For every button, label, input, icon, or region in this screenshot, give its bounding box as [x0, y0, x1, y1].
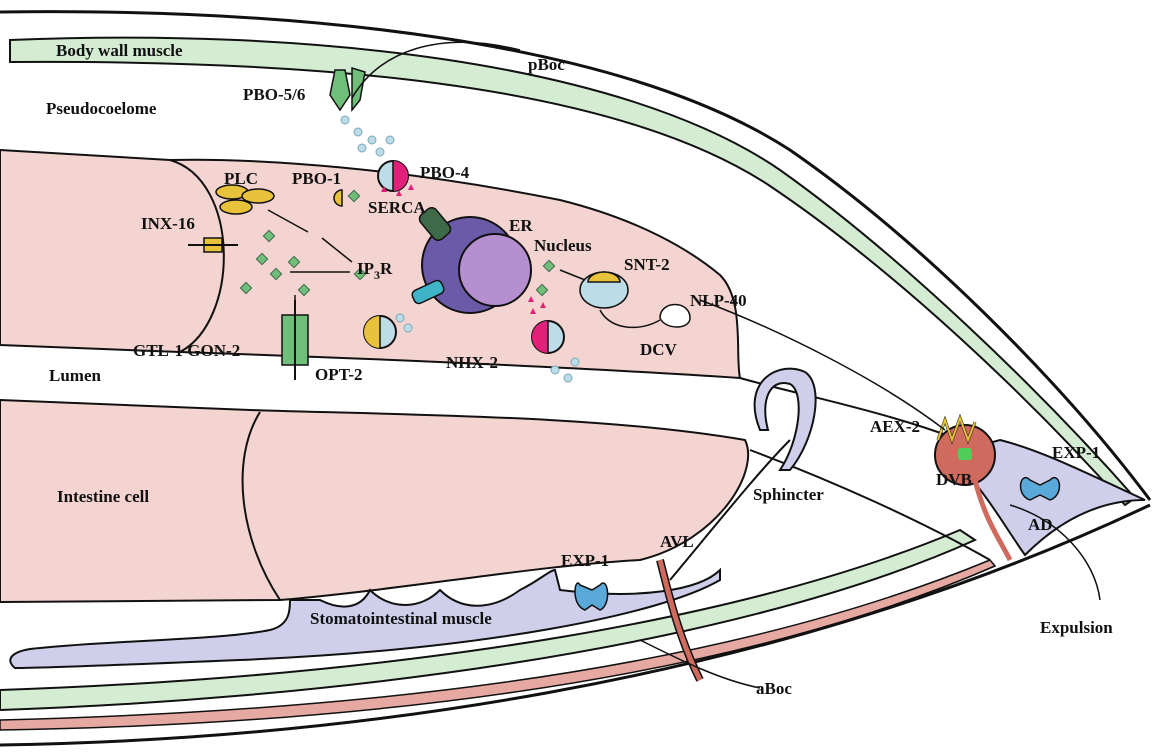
label-pbo4: PBO-4 — [420, 163, 470, 182]
label-opt2: OPT-2 — [315, 365, 363, 384]
label-dcv: DCV — [640, 340, 678, 359]
label-exp1-left: EXP-1 — [561, 551, 609, 570]
label-snt2: SNT-2 — [624, 255, 670, 274]
label-pseudocoelome: Pseudocoelome — [46, 99, 157, 118]
label-plc: PLC — [224, 169, 258, 188]
label-nlp40: NLP-40 — [690, 291, 747, 310]
nucleus — [459, 234, 531, 306]
label-dvb: DVB — [936, 470, 972, 489]
label-ad: AD — [1028, 515, 1053, 534]
label-aboc: aBoc — [756, 679, 792, 698]
label-avl: AVL — [660, 532, 694, 551]
dcv-vesicle — [660, 305, 690, 328]
label-inx16: INX-16 — [141, 214, 195, 233]
label-expulsion: Expulsion — [1040, 618, 1113, 637]
label-aex2: AEX-2 — [870, 417, 920, 436]
dvb-marker — [958, 448, 972, 460]
label-serca: SERCA — [368, 198, 426, 217]
label-sphincter: Sphincter — [753, 485, 824, 504]
label-lumen: Lumen — [49, 366, 102, 385]
label-body-wall-muscle: Body wall muscle — [56, 41, 183, 60]
label-stomatointestinal-muscle: Stomatointestinal muscle — [310, 609, 492, 628]
exp1-receptor-left — [575, 583, 608, 610]
label-nhx2: NHX-2 — [446, 353, 498, 372]
label-exp1-right: EXP-1 — [1052, 443, 1100, 462]
label-gtl1-gon2: GTL-1 GON-2 — [133, 341, 240, 360]
label-pbo1: PBO-1 — [292, 169, 341, 188]
label-er: ER — [509, 216, 533, 235]
label-nucleus: Nucleus — [534, 236, 592, 255]
label-pboc: pBoc — [528, 55, 565, 74]
plc-enzyme-2 — [242, 189, 274, 203]
label-intestine-cell: Intestine cell — [57, 487, 149, 506]
label-pbo56: PBO-5/6 — [243, 85, 305, 104]
plc-enzyme-3 — [220, 200, 252, 214]
